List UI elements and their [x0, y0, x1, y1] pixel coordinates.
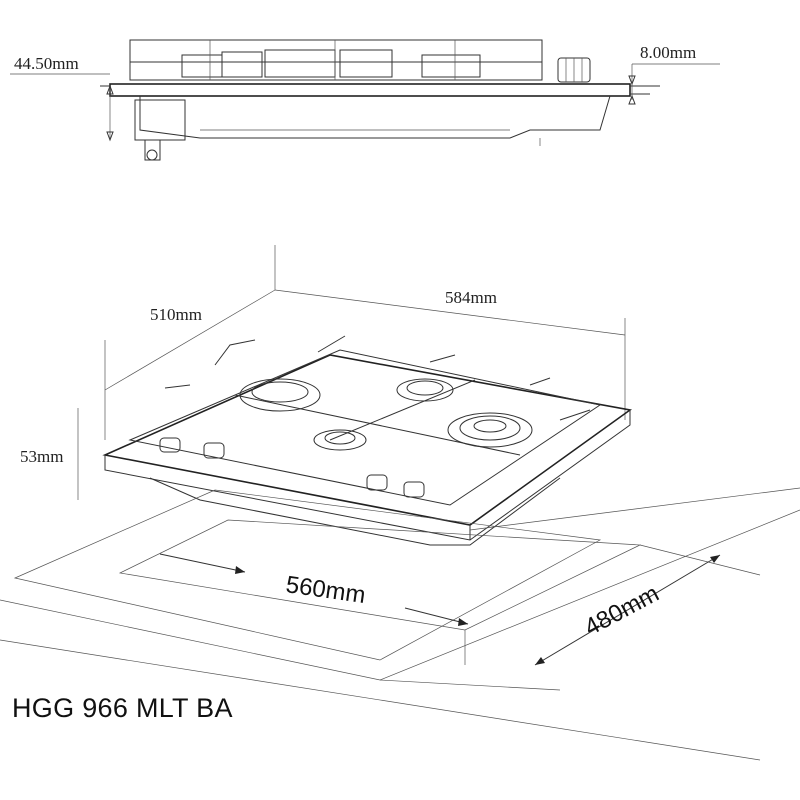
iso-knob	[366, 474, 388, 491]
cutout-depth-label: 480mm	[580, 580, 663, 641]
cutout-width-label: 560mm	[284, 571, 367, 609]
iso-grate	[128, 349, 602, 506]
iso-knob	[159, 437, 181, 453]
iso-knobs	[159, 437, 425, 498]
iso-burner-large-left	[239, 378, 321, 412]
side-grate-outline	[129, 39, 543, 81]
iso-knob	[403, 481, 425, 498]
depth-label: 510mm	[150, 305, 202, 324]
side-gas-inlet	[134, 99, 186, 141]
side-burner-3	[339, 49, 393, 78]
height-label: 53mm	[20, 447, 63, 466]
model-name: HGG 966 MLT BA	[12, 693, 233, 723]
iso-view	[0, 245, 800, 761]
side-burner-2	[264, 49, 336, 78]
side-top-plate	[109, 83, 631, 97]
iso-burner-front-small	[313, 429, 367, 451]
cutout-width-arrow-right	[404, 607, 469, 625]
iso-top-plate	[102, 354, 632, 526]
side-lip-label: 8.00mm	[640, 43, 696, 62]
cutout-outline	[0, 487, 800, 761]
iso-burner-wok	[447, 412, 533, 448]
side-body	[139, 95, 611, 139]
iso-burner-rear-right	[396, 378, 454, 402]
side-view	[10, 39, 720, 161]
width-label: 584mm	[445, 288, 497, 307]
side-height-label: 44.50mm	[14, 54, 79, 73]
iso-knob	[203, 442, 225, 459]
cutout-width-arrow-left	[159, 553, 246, 573]
iso-body	[149, 477, 561, 546]
side-burner-1	[181, 54, 223, 78]
side-burner-4	[421, 54, 481, 78]
cutout-depth-arrow	[534, 554, 721, 666]
